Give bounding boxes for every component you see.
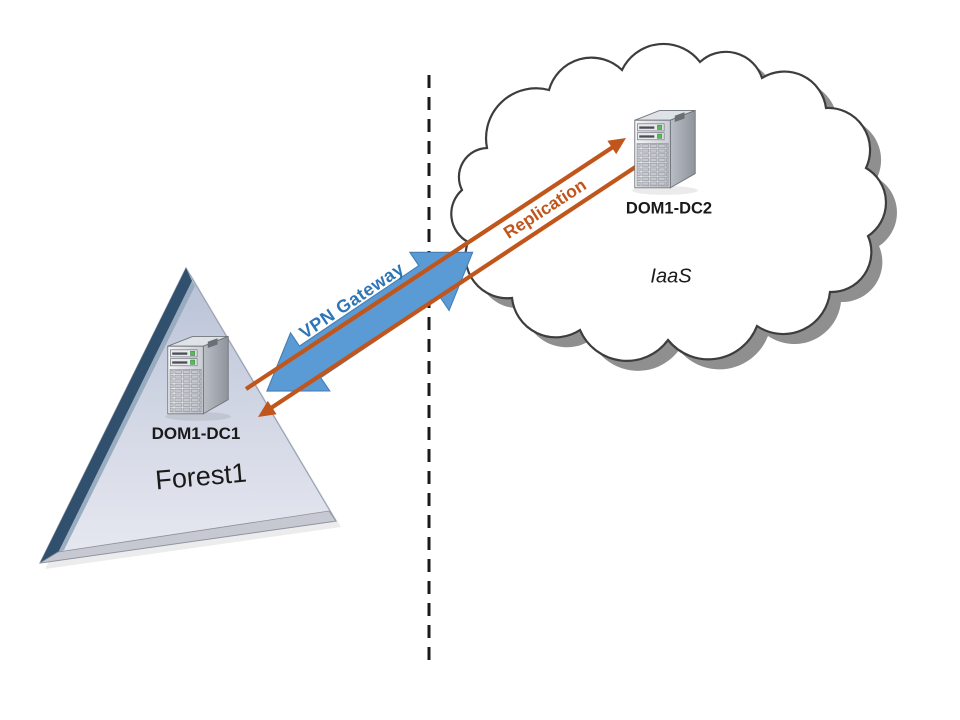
replication-line	[269, 162, 642, 410]
double-arrow-icon	[266, 251, 474, 392]
arrowhead-icon	[607, 138, 626, 155]
dc2-server-label: DOM1-DC2	[625, 199, 713, 218]
iaas-cloud	[450, 42, 897, 371]
iaas-label: IaaS	[650, 265, 692, 288]
arrowhead-icon	[258, 400, 277, 417]
vpn-gateway-arrow	[266, 251, 474, 392]
triangle-left-bevel	[40, 268, 192, 563]
dc1-server-label: DOM1-DC1	[151, 424, 241, 443]
triangle-left-bevel-highlight	[58, 281, 195, 553]
cloud-icon	[450, 42, 888, 362]
replication-arrow-to-dc2	[244, 138, 626, 391]
triangle-bottom-bevel	[39, 510, 337, 564]
replication-arrow-to-dc1	[258, 162, 642, 417]
replication-line	[244, 145, 615, 391]
